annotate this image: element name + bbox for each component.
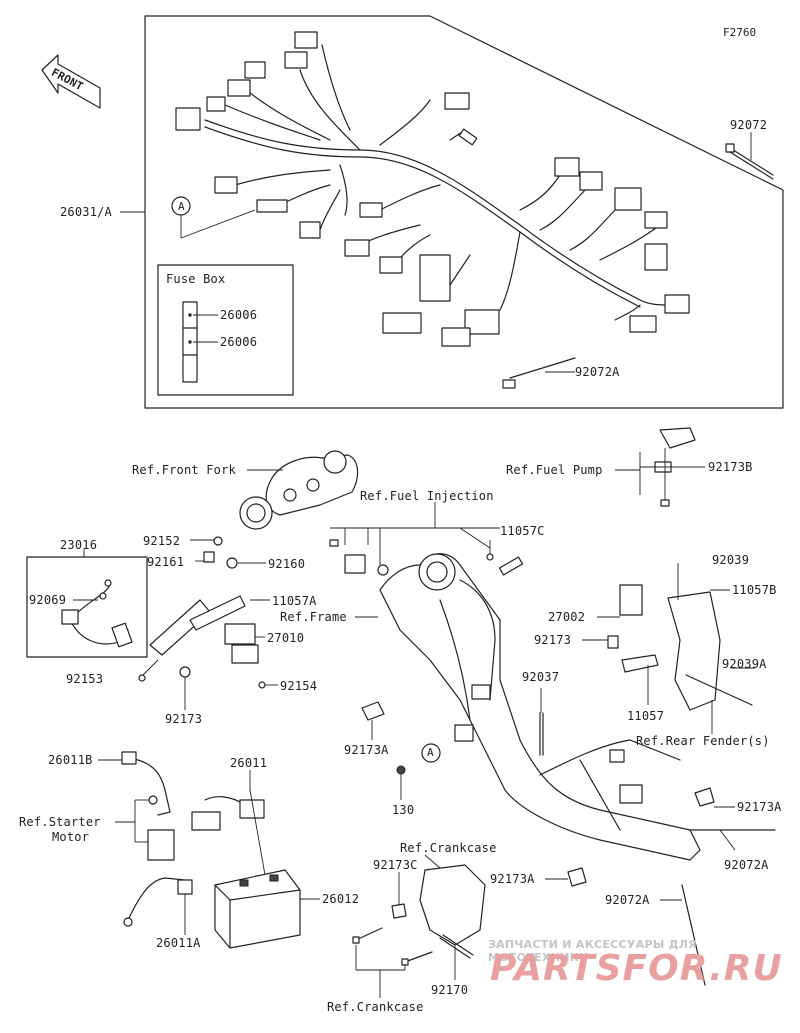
label-92170: 92170 [431, 983, 469, 997]
label-ref-crankcase-bottom: Ref.Crankcase [327, 1000, 424, 1014]
label-11057: 11057 [627, 709, 665, 723]
label-92072: 92072 [730, 118, 768, 132]
label-ref-crankcase-top: Ref.Crankcase [400, 841, 497, 855]
label-26011: 26011 [230, 756, 268, 770]
label-27010: 27010 [267, 631, 305, 645]
label-92153: 92153 [66, 672, 104, 686]
label-92039A: 92039A [722, 657, 767, 671]
label-92173A-low: 92173A [490, 872, 535, 886]
label-26011A: 26011A [156, 936, 201, 950]
label-ref-rear-fender: Ref.Rear Fender(s) [636, 734, 770, 748]
label-92173A-mid: 92173A [344, 743, 389, 757]
label-ref-front-fork: Ref.Front Fork [132, 463, 236, 477]
label-ref-frame: Ref.Frame [280, 610, 347, 624]
battery [214, 869, 301, 949]
label-92173A-right: 92173A [737, 800, 782, 814]
label-26012: 26012 [322, 892, 360, 906]
label-27002: 27002 [548, 610, 586, 624]
label-130: 130 [392, 803, 415, 817]
fuse-26006-first: 26006 [220, 308, 258, 322]
label-92072A-right: 92072A [724, 858, 769, 872]
label-ref-starter: Ref.Starter [19, 815, 101, 829]
label-92037: 92037 [522, 670, 560, 684]
label-92039: 92039 [712, 553, 750, 567]
circle-a-label-bottom: A [427, 746, 434, 759]
fuse-26006-second: 26006 [220, 335, 258, 349]
circle-a-marker-bottom [421, 743, 441, 763]
fuse-box-frame [157, 264, 294, 396]
label-26011B: 26011B [48, 753, 93, 767]
label-92161: 92161 [147, 555, 185, 569]
harness-panel-frame [144, 15, 784, 409]
label-92069: 92069 [29, 593, 67, 607]
fuse-box-title: Fuse Box [166, 272, 226, 286]
label-11057A: 11057A [272, 594, 317, 608]
watermark-tagline: ЗАПЧАСТИ И АКСЕССУАРЫ ДЛЯ МОТОТЕХНИКИ [488, 938, 698, 964]
label-92152: 92152 [143, 534, 181, 548]
label-ref-fuel-pump: Ref.Fuel Pump [506, 463, 603, 477]
label-92160: 92160 [268, 557, 306, 571]
figure-code: F2760 [723, 26, 757, 39]
label-92154: 92154 [280, 679, 318, 693]
label-ref-fuel-injection: Ref.Fuel Injection [360, 489, 494, 503]
steering-bracket [239, 450, 359, 530]
front-arrow-icon [41, 54, 101, 109]
label-92173B: 92173B [708, 460, 753, 474]
harness-connectors [175, 31, 690, 389]
part-23016-box [26, 556, 148, 658]
label-26031A: 26031/A [60, 205, 112, 219]
label-11057B: 11057B [732, 583, 777, 597]
label-92173-left: 92173 [165, 712, 203, 726]
label-92173C: 92173C [373, 858, 418, 872]
circle-a-label-top: A [178, 200, 185, 213]
label-92173-right: 92173 [534, 633, 572, 647]
label-motor: Motor [52, 830, 90, 844]
switch-bracket [149, 595, 259, 664]
label-92072A-top: 92072A [575, 365, 620, 379]
watermark-brand: PARTSFOR.RU [490, 948, 783, 989]
label-92072A-bottom: 92072A [605, 893, 650, 907]
label-11057C: 11057C [500, 524, 545, 538]
motorcycle-frame [379, 553, 701, 861]
label-23016: 23016 [60, 538, 98, 552]
